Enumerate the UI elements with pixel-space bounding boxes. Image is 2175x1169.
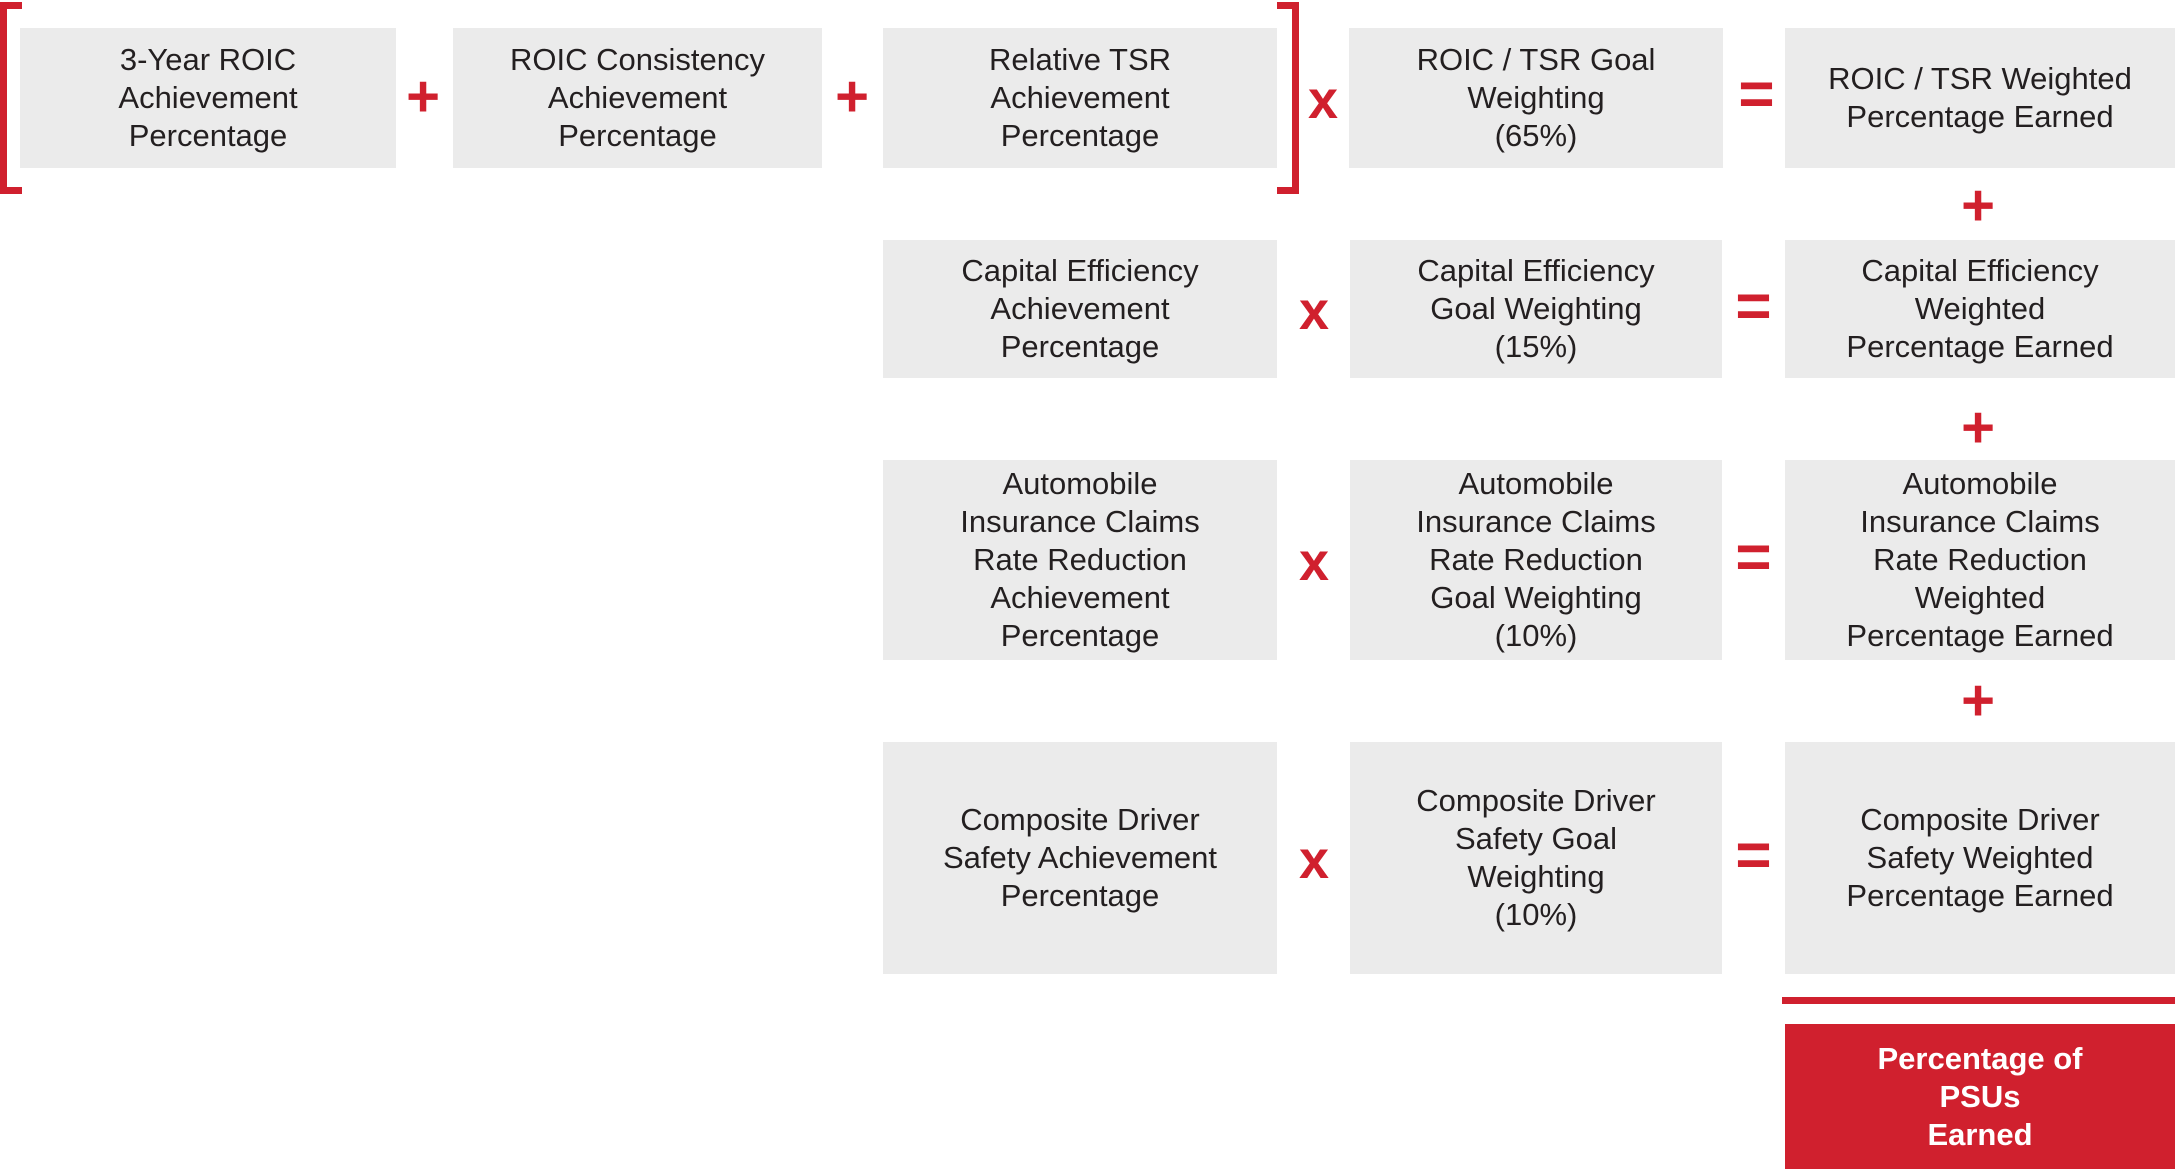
multiply-operator: x	[1298, 281, 1330, 341]
equals-operator: =	[1735, 272, 1771, 341]
box-roic-tsr-goal-weighting: ROIC / TSR Goal Weighting (65%)	[1349, 28, 1723, 168]
sum-divider-line	[1782, 997, 2175, 1004]
plus-operator: +	[1961, 395, 1995, 460]
box-auto-insurance-claims-goal-weighting: Automobile Insurance Claims Rate Reducti…	[1350, 460, 1722, 660]
box-capital-efficiency-achievement: Capital Efficiency Achievement Percentag…	[883, 240, 1277, 378]
box-composite-driver-safety-goal-weighting: Composite Driver Safety Goal Weighting (…	[1350, 742, 1722, 974]
multiply-operator: x	[1298, 830, 1330, 890]
total-psus-earned-box: Percentage of PSUs Earned	[1785, 1024, 2175, 1169]
plus-operator: +	[1961, 173, 1995, 238]
plus-operator: +	[406, 64, 440, 129]
box-capital-efficiency-goal-weighting: Capital Efficiency Goal Weighting (15%)	[1350, 240, 1722, 378]
box-roic-consistency-achievement: ROIC Consistency Achievement Percentage	[453, 28, 822, 168]
box-composite-driver-safety-achievement: Composite Driver Safety Achievement Perc…	[883, 742, 1277, 974]
plus-operator: +	[835, 64, 869, 129]
open-bracket	[0, 2, 22, 194]
box-relative-tsr-achievement: Relative TSR Achievement Percentage	[883, 28, 1277, 168]
equals-operator: =	[1738, 60, 1774, 129]
close-bracket	[1277, 2, 1299, 194]
box-capital-efficiency-weighted-earned: Capital Efficiency Weighted Percentage E…	[1785, 240, 2175, 378]
equals-operator: =	[1735, 821, 1771, 890]
box-roic-tsr-weighted-earned: ROIC / TSR Weighted Percentage Earned	[1785, 28, 2175, 168]
box-3-year-roic-achievement: 3-Year ROIC Achievement Percentage	[20, 28, 396, 168]
box-composite-driver-safety-weighted-earned: Composite Driver Safety Weighted Percent…	[1785, 742, 2175, 974]
equals-operator: =	[1735, 523, 1771, 592]
box-auto-insurance-claims-weighted-earned: Automobile Insurance Claims Rate Reducti…	[1785, 460, 2175, 660]
multiply-operator: x	[1298, 532, 1330, 592]
box-auto-insurance-claims-achievement: Automobile Insurance Claims Rate Reducti…	[883, 460, 1277, 660]
plus-operator: +	[1961, 668, 1995, 733]
multiply-operator: x	[1307, 70, 1339, 130]
